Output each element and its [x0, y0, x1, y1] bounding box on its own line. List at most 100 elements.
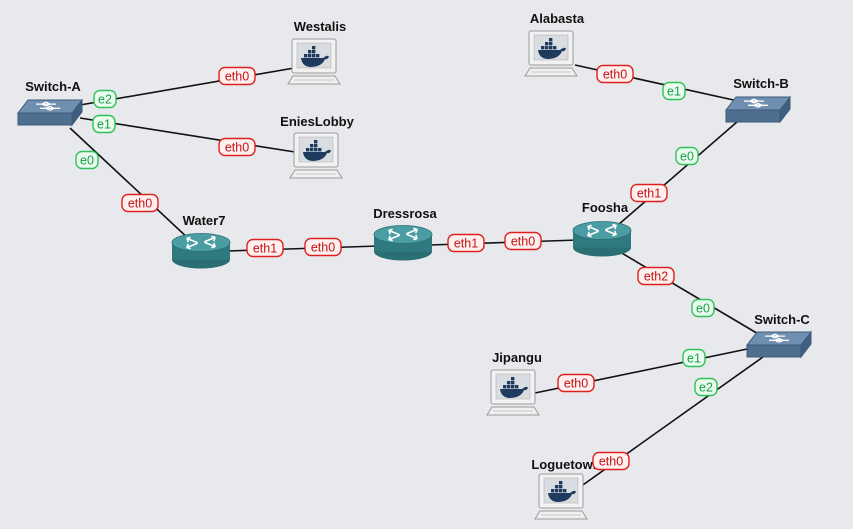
node-switch-c[interactable]: Switch-C [745, 312, 813, 359]
port-label-text: eth1 [454, 237, 478, 251]
node-label-switch-a: Switch-A [25, 79, 81, 94]
docker-container-box [308, 50, 312, 54]
docker-container-box [503, 385, 507, 389]
docker-container-box [555, 489, 559, 493]
link-foosha-switch-c[interactable] [619, 251, 761, 336]
port-label-text: e1 [667, 85, 681, 99]
docker-container-box [559, 481, 563, 485]
docker-container-box [545, 42, 549, 46]
port-label-foosha-eth0: eth0 [504, 231, 542, 251]
port-label-text: eth0 [225, 70, 249, 84]
port-label-enieslobby-eth0: eth0 [218, 137, 256, 157]
node-alabasta[interactable]: Alabasta [524, 11, 585, 77]
port-badge-box [694, 377, 718, 397]
port-badge-box [682, 348, 706, 368]
docker-container-box [316, 54, 320, 58]
docker-host-icon[interactable] [287, 38, 341, 85]
router-arrow [587, 224, 599, 232]
port-label-text: eth1 [637, 187, 661, 201]
docker-container-box [511, 381, 515, 385]
switch-icon[interactable] [724, 95, 792, 124]
docker-container-box [559, 489, 563, 493]
router-icon[interactable] [572, 221, 632, 257]
port-badge-box [218, 137, 256, 157]
router-arrow [605, 223, 617, 231]
router-arrow [186, 236, 198, 244]
node-loguetown[interactable]: Loguetown [531, 457, 601, 520]
port-badge-box [121, 193, 159, 213]
port-label-text: eth0 [511, 235, 535, 249]
node-jipangu[interactable]: Jipangu [486, 350, 542, 416]
docker-container-box [507, 381, 511, 385]
switch-arrow [45, 105, 60, 111]
switch-icon[interactable] [745, 330, 813, 359]
link-switch-a-enieslobby[interactable] [79, 117, 296, 153]
node-westalis[interactable]: Westalis [287, 19, 346, 85]
docker-whale [538, 47, 566, 59]
port-label-text: e2 [98, 93, 112, 107]
docker-container-box [555, 485, 559, 489]
docker-whale [500, 386, 528, 398]
port-label-switch-b-e1: e1 [662, 81, 686, 101]
switch-arrow [774, 337, 789, 343]
router-arrow [587, 230, 599, 238]
node-label-alabasta: Alabasta [530, 11, 585, 26]
docker-whale [301, 55, 329, 67]
node-label-foosha: Foosha [582, 200, 629, 215]
port-label-switch-b-e0: e0 [675, 146, 699, 166]
switch-arrow [749, 98, 764, 104]
port-label-text: eth2 [644, 270, 668, 284]
docker-whale [548, 490, 576, 502]
router-icon[interactable] [171, 233, 231, 269]
port-badge-box [691, 298, 715, 318]
port-label-jipangu-eth0: eth0 [557, 373, 595, 393]
port-badge-box [218, 66, 256, 86]
docker-host-icon[interactable] [486, 369, 540, 416]
docker-host-icon[interactable] [289, 132, 343, 179]
port-badge-box [596, 64, 634, 84]
node-switch-a[interactable]: Switch-A [16, 79, 84, 127]
router-arrow [406, 233, 418, 241]
router-arrow [605, 229, 617, 237]
port-label-text: eth0 [603, 68, 627, 82]
port-label-text: e0 [80, 154, 94, 168]
node-enieslobby[interactable]: EniesLobby [280, 114, 355, 179]
switch-arrow [41, 101, 56, 107]
switch-arrow [753, 102, 768, 108]
port-label-text: eth0 [128, 197, 152, 211]
switch-icon[interactable] [16, 98, 84, 127]
link-foosha-switch-b[interactable] [617, 114, 746, 226]
docker-container-box [312, 54, 316, 58]
docker-container-box [541, 46, 545, 50]
node-label-enieslobby: EniesLobby [280, 114, 354, 129]
router-top [373, 225, 433, 244]
port-label-text: e0 [680, 150, 694, 164]
docker-whale [303, 149, 331, 161]
port-label-switch-c-e2: e2 [694, 377, 718, 397]
port-label-switch-c-e1: e1 [682, 348, 706, 368]
docker-container-box [314, 140, 318, 144]
docker-host-icon[interactable] [534, 473, 588, 520]
node-switch-b[interactable]: Switch-B [724, 76, 792, 124]
router-arrow [204, 241, 216, 249]
port-label-dressrosa-eth0: eth0 [304, 237, 342, 257]
link-switch-a-water7[interactable] [69, 127, 191, 241]
port-label-text: e0 [696, 302, 710, 316]
docker-container-box [545, 46, 549, 50]
router-arrow [204, 235, 216, 243]
port-badge-box [93, 89, 117, 109]
port-badge-box [304, 237, 342, 257]
node-foosha[interactable]: Foosha [572, 200, 632, 257]
router-icon[interactable] [373, 225, 433, 261]
node-label-switch-c: Switch-C [754, 312, 810, 327]
docker-container-box [511, 377, 515, 381]
port-badge-box [246, 238, 284, 258]
port-label-switch-a-e1: e1 [92, 114, 116, 134]
node-dressrosa[interactable]: Dressrosa [373, 206, 438, 261]
docker-host-icon[interactable] [524, 30, 578, 77]
docker-container-box [304, 54, 308, 58]
router-arrow [388, 234, 400, 242]
node-water7[interactable]: Water7 [171, 213, 231, 269]
port-badge-box [75, 150, 99, 170]
port-badge-box [637, 266, 675, 286]
